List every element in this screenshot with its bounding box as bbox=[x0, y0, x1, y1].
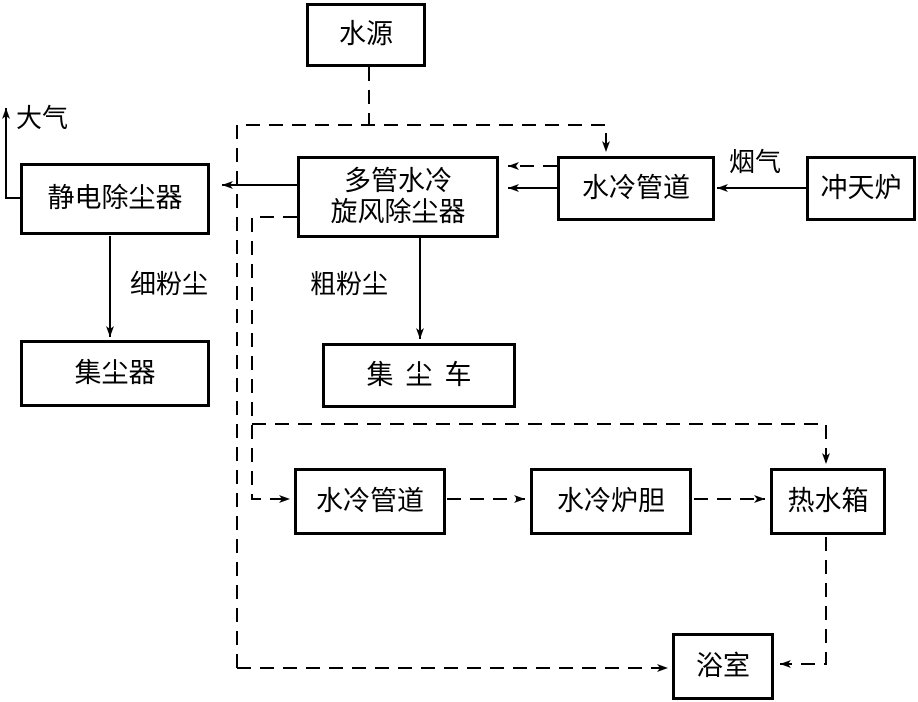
node-water-source: 水源 bbox=[306, 3, 426, 67]
node-dust-cart: 集尘车 bbox=[322, 343, 516, 408]
node-dust-collector: 集尘器 bbox=[20, 340, 210, 407]
label-fine-dust: 细粉尘 bbox=[130, 270, 209, 300]
node-electrostatic-precipitator: 静电除尘器 bbox=[20, 163, 210, 235]
water-main-line bbox=[236, 124, 610, 668]
node-bathroom: 浴室 bbox=[672, 633, 774, 700]
water-from-cyclone bbox=[251, 216, 297, 503]
water-to-hot-tank bbox=[252, 423, 830, 464]
label-flue-gas: 烟气 bbox=[729, 148, 782, 178]
label-atmosphere: 大气 bbox=[16, 104, 69, 134]
node-cyclone-dust-collector: 多管水冷 旋风除尘器 bbox=[297, 156, 499, 238]
node-cooling-pipe-bottom: 水冷管道 bbox=[294, 468, 446, 535]
node-cooling-pipe-top: 水冷管道 bbox=[557, 156, 715, 221]
node-cooled-furnace-liner: 水冷炉胆 bbox=[530, 468, 692, 535]
node-hot-water-tank: 热水箱 bbox=[770, 468, 886, 535]
water-tank-to-bath bbox=[780, 537, 827, 668]
label-coarse-dust: 粗粉尘 bbox=[310, 270, 389, 300]
arrow-esp-to-atmosphere bbox=[1, 108, 20, 199]
node-cupola: 冲天炉 bbox=[806, 156, 916, 221]
